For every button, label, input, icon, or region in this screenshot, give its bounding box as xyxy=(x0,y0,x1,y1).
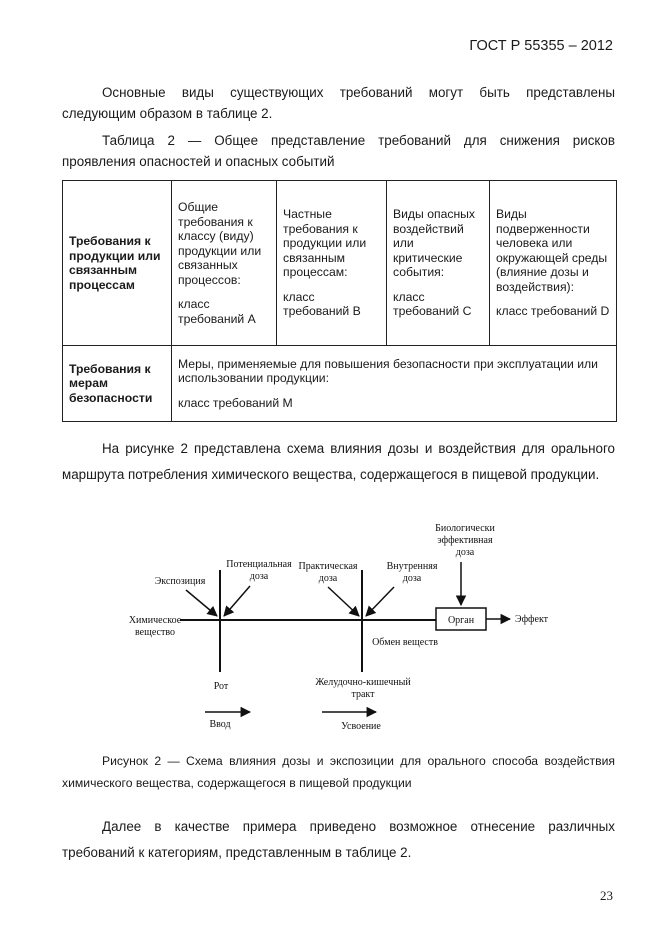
table-title: Таблица 2 — Общее представление требован… xyxy=(62,133,615,169)
gi-tract-label-1: Желудочно-кишечный xyxy=(315,677,411,688)
row-header-safety: Требования к мерам безопасности xyxy=(62,345,172,422)
page-number: 23 xyxy=(600,888,613,903)
document-header: ГОСТ Р 55355 – 2012 xyxy=(469,38,613,54)
cell-text: Общие требования к классу (виду) продукц… xyxy=(178,200,262,287)
cell-class: класс требований М xyxy=(178,395,293,410)
closing-paragraph: Далее в качестве примера приведено возмо… xyxy=(62,819,615,860)
internal-dose-arrow xyxy=(365,586,395,617)
organ-label: Орган xyxy=(448,615,475,626)
gi-tract-label-2: тракт xyxy=(351,689,375,700)
requirements-table: Требования к продукции или связанным про… xyxy=(62,180,617,422)
cell-class: класс требований А xyxy=(178,297,256,326)
cell-text: Частные требования к продукции или связа… xyxy=(283,207,367,280)
cell-text: Виды подверженности человека или окружаю… xyxy=(496,207,608,294)
practical-dose-label-2: доза xyxy=(319,573,338,584)
potential-dose-label-1: Потенциальная xyxy=(226,559,292,570)
internal-dose-label-2: доза xyxy=(403,573,422,584)
row-header-product: Требования к продукции или связанным про… xyxy=(62,180,172,346)
absorption-label: Усвоение xyxy=(341,721,381,732)
chemical-label-2: вещество xyxy=(135,627,175,638)
figure-intro-paragraph: На рисунке 2 представлена схема влияния … xyxy=(62,441,615,482)
cell-text: Виды опасных воздействий или критические… xyxy=(393,207,476,280)
exposure-label: Экспозиция xyxy=(155,576,206,587)
chemical-label-1: Химическое xyxy=(129,615,182,626)
mouth-label: Рот xyxy=(214,681,229,692)
bio-dose-label-1: Биологически xyxy=(435,523,495,534)
exposure-arrow xyxy=(185,589,218,617)
practical-dose-arrow xyxy=(327,586,360,617)
cell-text: Меры, применяемые для повышения безопасн… xyxy=(178,356,598,386)
practical-dose-label-1: Практическая xyxy=(298,561,357,572)
effect-label: Эффект xyxy=(515,614,549,625)
table-cell-m: Меры, применяемые для повышения безопасн… xyxy=(171,345,617,422)
table-cell-a: Общие требования к классу (виду) продукц… xyxy=(171,180,277,346)
potential-dose-arrow xyxy=(223,585,251,617)
potential-dose-label-2: доза xyxy=(250,571,269,582)
internal-dose-label-1: Внутренняя xyxy=(387,561,438,572)
table-cell-c: Виды опасных воздействий или критические… xyxy=(386,180,490,346)
figure-caption: Рисунок 2 — Схема влияния дозы и экспози… xyxy=(62,754,615,790)
dose-exposure-diagram: Орган Эффект Биологически эффективная до… xyxy=(129,523,549,732)
bio-dose-label-2: эффективная xyxy=(437,535,493,546)
table-row: Требования к мерам безопасности Меры, пр… xyxy=(62,345,617,422)
table-cell-b: Частные требования к продукции или связа… xyxy=(276,180,387,346)
cell-class: класс требований С xyxy=(393,289,472,319)
input-label: Ввод xyxy=(209,719,230,730)
cell-class: класс требований D xyxy=(496,304,610,319)
table-row: Требования к продукции или связанным про… xyxy=(62,180,617,346)
cell-class: класс требований В xyxy=(283,289,361,319)
intro-paragraph: Основные виды существующих требований мо… xyxy=(62,85,615,121)
table-cell-d: Виды подверженности человека или окружаю… xyxy=(489,180,617,346)
metabolism-label: Обмен веществ xyxy=(372,637,438,648)
bio-dose-label-3: доза xyxy=(456,547,475,558)
